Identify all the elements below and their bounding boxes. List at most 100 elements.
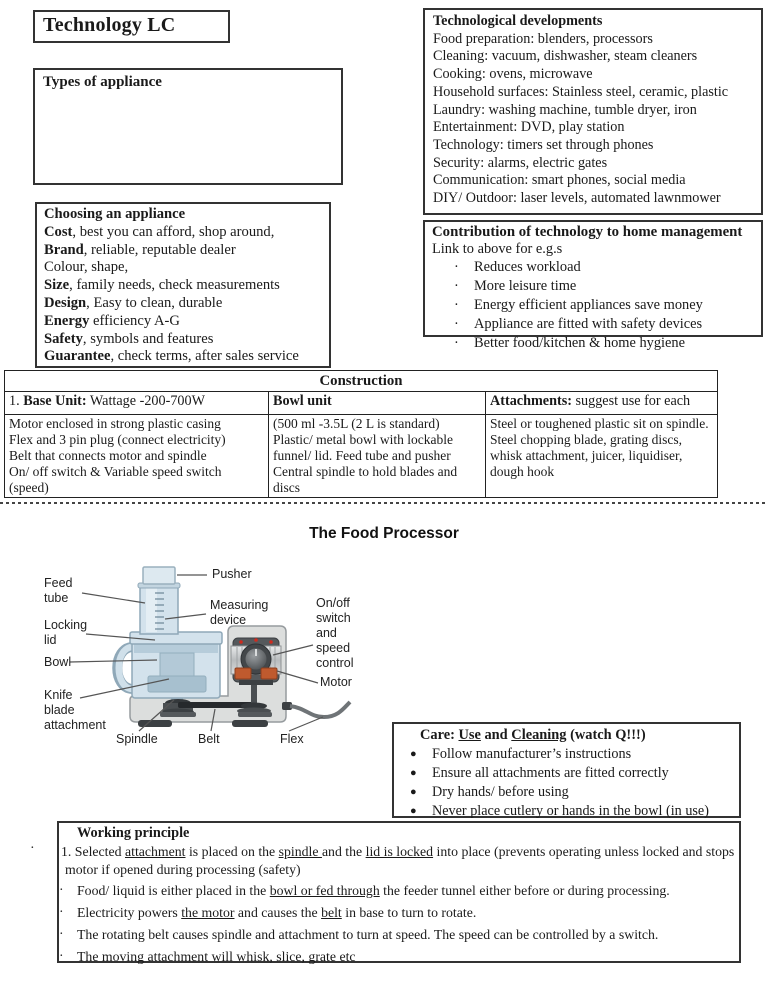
label-pusher: Pusher: [212, 567, 252, 581]
care-bullet: ● Dry hands/ before using: [400, 783, 733, 802]
cell-line: Belt that connects motor and spindle: [9, 447, 207, 463]
spindle-pulley-body: [163, 703, 193, 711]
cell-line: Motor enclosed in strong plastic casing: [9, 416, 221, 431]
spindle-plate: [160, 712, 196, 717]
care-bullet-text: Follow manufacturer’s instructions: [432, 745, 632, 762]
stray-bullet-dot: ·: [30, 841, 35, 856]
care-box: Care: Use and Cleaning (watch Q!!!) ● Fol…: [392, 722, 741, 821]
cell-line: (500 ml -3.5L (2 L is standard): [273, 416, 440, 431]
cell-line: Central spindle to hold blades and discs: [273, 463, 458, 495]
types-of-appliance-box: Types of appliance: [33, 68, 343, 185]
motor-coil-right: [260, 667, 278, 680]
bullet-dot-icon: ·: [454, 297, 459, 314]
bullet-dot-icon: ·: [454, 335, 459, 352]
choosing-appliance-box: Choosing an appliance Cost, best you can…: [35, 202, 331, 368]
label-bowl: Bowl: [44, 655, 72, 669]
motor-bottom-bar: [239, 680, 273, 685]
choosing-item: Safety, symbols and features: [44, 330, 214, 347]
label-leader-lines: [69, 574, 324, 732]
contribution-bullet-text: Appliance are fitted with safety devices: [474, 316, 703, 333]
right-foot: [232, 720, 268, 727]
construction-body-row: Motor enclosed in strong plastic casing …: [5, 414, 717, 497]
tech-line: Food preparation: blenders, processors: [433, 30, 653, 47]
contribution-subtitle: Link to above for e.g.s: [432, 241, 563, 258]
label-measuring-device: Measuring device: [210, 598, 269, 627]
working-bullet-text: The moving attachment will whisk, slice,…: [77, 948, 356, 964]
cell-line: Steel or toughened plastic sit on spindl…: [490, 416, 709, 431]
working-bullet: ·The rotating belt causes spindle and at…: [59, 926, 739, 944]
label-belt: Belt: [198, 732, 220, 746]
choosing-item: Size, family needs, check measurements: [44, 277, 280, 294]
motor-coil-left: [234, 667, 252, 680]
col-header-bowl-unit: Bowl unit: [269, 392, 486, 414]
contribution-bullet: · Energy efficient appliances save money: [432, 296, 754, 315]
bullet-dot-icon: ·: [454, 278, 459, 295]
contribution-bullet-text: Energy efficient appliances save money: [474, 297, 703, 314]
contribution-title: Contribution of technology to home manag…: [432, 224, 743, 240]
dashed-divider: [0, 502, 768, 504]
measuring-marks: [155, 592, 164, 630]
left-foot: [138, 720, 172, 727]
tech-line: Laundry: washing machine, tumble dryer, …: [433, 101, 697, 118]
bullet-dot-icon: ●: [410, 747, 417, 760]
choosing-item: Cost, best you can afford, shop around,: [44, 223, 275, 240]
cell-line: On/ off switch & Variable speed switch (…: [9, 463, 222, 495]
types-box-title: Types of appliance: [43, 74, 162, 90]
motor-plate: [238, 712, 272, 717]
bullet-dot-icon: ●: [410, 786, 417, 799]
tech-line: Cleaning: vacuum, dishwasher, steam clea…: [433, 48, 698, 65]
care-bullet: ● Follow manufacturer’s instructions: [400, 745, 733, 764]
working-bullet-text: The rotating belt causes spindle and att…: [77, 926, 659, 942]
choosing-item: Colour, shape,: [44, 259, 129, 276]
knife-blade: [147, 675, 207, 693]
working-bullet-text: Electricity powers the motor and causes …: [77, 905, 477, 921]
speed-dial-knob: [245, 648, 267, 670]
contribution-bullet: ·Reduces workload: [432, 258, 754, 277]
tech-line: Security: alarms, electric gates: [433, 154, 608, 171]
cell-line: Steel chopping blade, grating discs, whi…: [490, 431, 683, 479]
bullet-dot-icon: ●: [410, 766, 417, 779]
indicator-dot: [239, 640, 243, 644]
food-processor-illustration: [69, 566, 352, 732]
choosing-title: Choosing an appliance: [44, 206, 186, 222]
care-bullet-text: Never place cutlery or hands in the bowl…: [432, 803, 709, 820]
label-on-off-switch: On/off switch and speed control: [316, 596, 354, 670]
belt: [178, 702, 256, 708]
bullet-dot-icon: ●: [410, 805, 417, 818]
bowl-unit-cell: (500 ml -3.5L (2 L is standard) Plastic/…: [269, 415, 486, 497]
care-bullet-text: Dry hands/ before using: [432, 784, 569, 801]
tech-line: Communication: smart phones, social medi…: [433, 172, 686, 189]
label-feed-tube: Feed tube: [44, 576, 73, 605]
label-motor: Motor: [320, 675, 352, 689]
working-principle-box: Working principle 1. Selected attachment…: [57, 821, 741, 964]
contribution-bullet: · Appliance are fitted with safety device…: [432, 315, 754, 334]
contribution-bullet-text: Reduces workload: [474, 259, 581, 276]
construction-table-title: Construction: [319, 373, 403, 389]
base-unit-cell: Motor enclosed in strong plastic casing …: [5, 415, 269, 497]
pusher-shape: [142, 566, 176, 585]
contribution-bullet: ·More leisure time: [432, 277, 754, 296]
bowl-handle-inner: [115, 643, 134, 693]
care-title: Care: Use and Cleaning (watch Q!!!): [420, 727, 646, 743]
food-processor-heading: The Food Processor: [309, 525, 459, 542]
working-step-1: 1. Selected attachment is placed on the …: [61, 844, 735, 877]
technological-developments-box: Technological developments Food preparat…: [423, 8, 763, 215]
col-header-attachments: Attachments: suggest use for each: [490, 393, 691, 409]
tech-line: Entertainment: DVD, play station: [433, 119, 625, 136]
indicator-dot: [254, 638, 258, 642]
label-knife-blade: Knife blade attachment: [44, 688, 106, 732]
contribution-bullet-text: Better food/kitchen & home hygiene: [474, 335, 686, 352]
title-box: Technology LC: [33, 10, 230, 43]
label-flex: Flex: [280, 732, 304, 746]
cell-line: Plastic/ metal bowl with lockable funnel…: [273, 431, 453, 463]
label-spindle: Spindle: [116, 732, 158, 746]
construction-header-row: 1. Base Unit: Wattage -200-700W Bowl uni…: [5, 391, 717, 414]
contribution-bullet: · Better food/kitchen & home hygiene: [432, 334, 754, 353]
motor-pulley: [241, 702, 267, 710]
choosing-item: Brand, reliable, reputable dealer: [44, 241, 236, 258]
label-locking-lid: Locking lid: [44, 618, 88, 647]
tech-line: Technology: timers set through phones: [433, 136, 654, 153]
bullet-dot-icon: ·: [454, 316, 459, 333]
care-bullet: ● Never place cutlery or hands in the bow…: [400, 802, 733, 821]
